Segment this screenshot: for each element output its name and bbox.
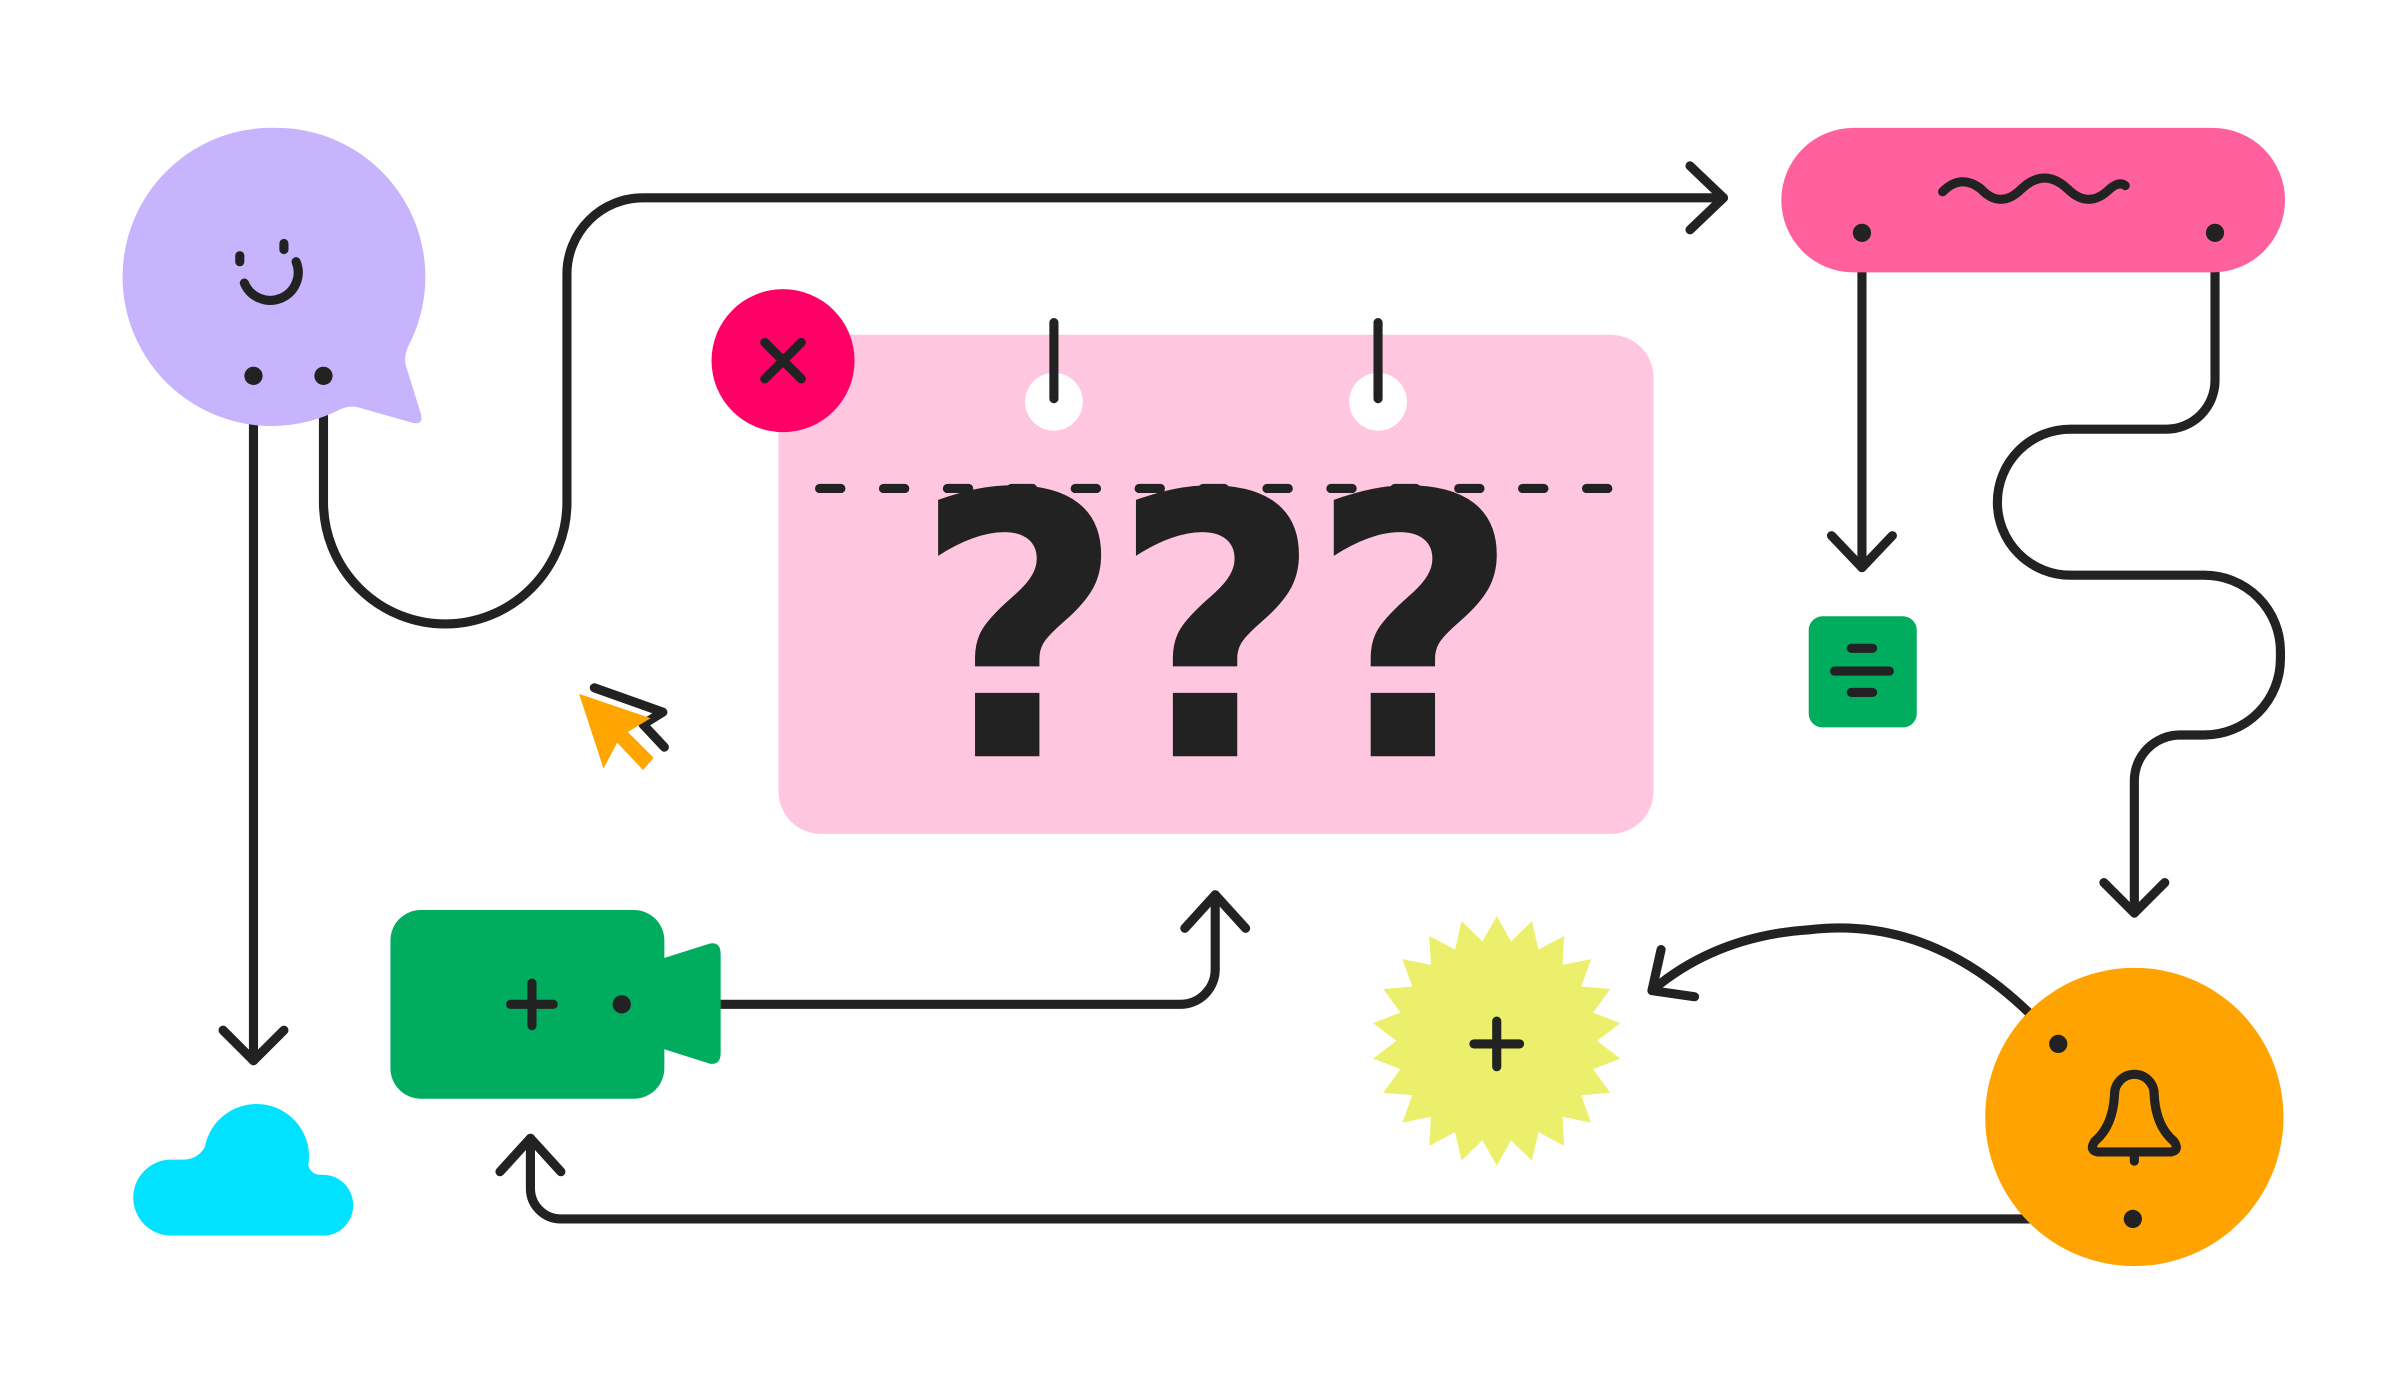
video-camera [390, 910, 721, 1099]
question-mark: ? [1309, 418, 1521, 843]
chat-bubble-shape [122, 127, 426, 427]
bell-badge [1985, 967, 2284, 1267]
bell-anchor-top [2049, 1034, 2068, 1054]
plus-icon [1469, 1016, 1525, 1072]
connector-chat-to-pill [318, 193, 1729, 629]
pill-anchor-left [1852, 223, 1872, 242]
cloud-icon [133, 1103, 354, 1236]
video-camera-lens [652, 943, 721, 1064]
chat-anchor-right [314, 366, 333, 385]
arrowhead-right-icon [1685, 161, 1729, 235]
connector-bell-to-burst [1648, 923, 2063, 1049]
close-icon[interactable] [760, 337, 806, 384]
bell-icon [2087, 1069, 2181, 1166]
question-mark: ? [1111, 418, 1323, 843]
calendar-card: ? ? ? [778, 318, 1654, 843]
pink-pill-shape [1781, 127, 2285, 273]
cursor-arrow-shape [579, 693, 654, 770]
burst-badge [1373, 916, 1621, 1166]
wave-icon [1938, 173, 2130, 204]
connector-pill-to-bell [1992, 228, 2285, 918]
connectors [218, 161, 2285, 1224]
cloud-shape [133, 1103, 354, 1236]
connector-video-to-calendar [617, 890, 1220, 1009]
arrowhead-down-icon [218, 1025, 289, 1066]
smiley-face-icon [235, 238, 303, 305]
bell-anchor-bottom [2123, 1209, 2142, 1229]
divide-icon [1830, 643, 1894, 697]
plus-icon [506, 978, 558, 1031]
arrowhead-up-icon [495, 1133, 566, 1177]
calendar-shape [778, 334, 1654, 834]
divide-tile [1808, 616, 1917, 728]
connector-bell-to-video [525, 1133, 2138, 1224]
pink-pill [1781, 127, 2285, 273]
chat-bubble [122, 127, 426, 427]
question-mark: ? [913, 418, 1125, 843]
video-anchor [612, 995, 631, 1014]
close-badge[interactable] [711, 289, 855, 433]
chat-anchor-left [244, 366, 263, 385]
arrowhead-left-icon [1647, 945, 1700, 1002]
arrowhead-up-icon [1180, 890, 1251, 933]
arrowhead-down-icon [1826, 531, 1897, 573]
arrowhead-down-icon [2099, 878, 2170, 918]
cursor-arrow-icon [579, 683, 669, 770]
pill-anchor-right [2205, 223, 2225, 242]
